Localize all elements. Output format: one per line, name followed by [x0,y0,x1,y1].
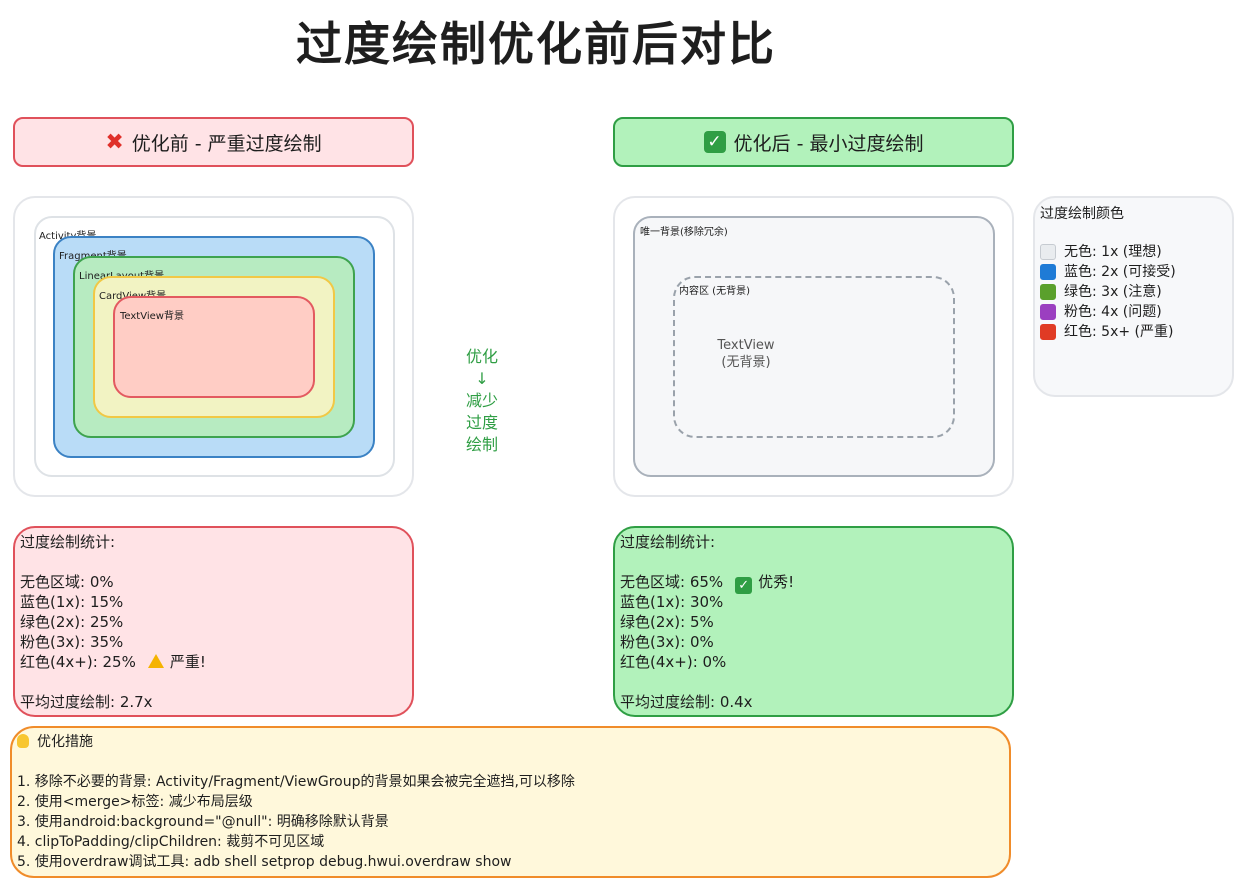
light-bulb-icon [17,734,29,748]
legend-item: 无色: 1x (理想) [1040,242,1176,262]
content-area: 内容区 (无背景) [673,276,955,438]
legend-item-label: 红色: 5x+ (严重) [1064,324,1174,340]
white-square-icon [1040,244,1056,260]
legend-item-label: 无色: 1x (理想) [1064,244,1162,260]
stats-line: 绿色(2x): 25% [20,613,124,631]
stats-line: 绿色(2x): 5% [620,613,714,631]
stats-average: 平均过度绘制: 0.4x [620,693,753,711]
legend-item-label: 蓝色: 2x (可接受) [1064,264,1176,280]
cross-mark-icon: ✖ [105,129,124,155]
stats-line-value: 红色(4x+): 25% [20,653,136,671]
before-header-label: 优化前 - 严重过度绘制 [131,132,322,155]
stats-line-red: 红色(4x+): 25% 严重! [20,652,407,672]
stats-line: 粉色(3x): 35% [20,633,124,651]
stats-line: 粉色(3x): 0% [620,633,714,651]
measures-title: 优化措施 [37,734,93,750]
measure-item: 5. 使用overdraw调试工具: adb shell setprop deb… [17,854,512,870]
stats-line: 红色(4x+): 0% [620,653,727,671]
textview-note: (无背景) [721,355,771,370]
textview-no-background: TextView (无背景) [700,337,792,371]
stats-line: 无色区域: 0% [20,573,114,591]
stats-note: 优秀! [758,573,795,591]
warning-icon [147,654,164,668]
red-square-icon [1040,324,1056,340]
arrow-line: 优化 [465,347,498,366]
color-legend: 过度绘制颜色 无色: 1x (理想) 蓝色: 2x (可接受) 绿色: 3x (… [1033,196,1234,397]
purple-square-icon [1040,304,1056,320]
check-mark-icon: ✓ [703,131,726,153]
textview-layer-label: TextView背景 [120,311,184,322]
optimization-measures: 优化措施 1. 移除不必要的背景: Activity/Fragment/View… [10,726,1011,878]
stats-line-none: 无色区域: 65% ✓ 优秀! [620,572,1007,594]
arrow-line: 过度 [465,413,498,432]
arrow-line: 绘制 [465,435,498,454]
legend-item-label: 粉色: 4x (问题) [1064,304,1162,320]
after-stats: 过度绘制统计: 无色区域: 65% ✓ 优秀! 蓝色(1x): 30% 绿色(2x)… [613,526,1014,717]
green-square-icon [1040,284,1056,300]
legend-item: 粉色: 4x (问题) [1040,302,1176,322]
legend-item-label: 绿色: 3x (注意) [1064,284,1162,300]
after-header-label: 优化后 - 最小过度绘制 [733,132,924,155]
optimize-arrow: 优化 ↓ 减少 过度 绘制 [452,346,512,456]
blue-square-icon [1040,264,1056,280]
arrow-down-icon: ↓ [475,369,489,388]
check-mark-icon: ✓ [735,577,753,594]
page-title: 过度绘制优化前后对比 [296,17,776,71]
before-header: ✖ 优化前 - 严重过度绘制 [13,117,414,167]
stats-title: 过度绘制统计: [20,533,116,551]
measures-title-row: 优化措施 [17,732,1004,752]
arrow-line: 减少 [465,391,498,410]
stats-line: 蓝色(1x): 30% [620,593,724,611]
measure-item: 2. 使用<merge>标签: 减少布局层级 [17,794,253,810]
legend-item: 红色: 5x+ (严重) [1040,322,1176,342]
textview-label: TextView [717,338,775,353]
legend-title: 过度绘制颜色 [1040,206,1124,222]
before-stats: 过度绘制统计: 无色区域: 0% 蓝色(1x): 15% 绿色(2x): 25%… [13,526,414,717]
textview-layer: TextView背景 [113,296,315,398]
after-header: ✓ 优化后 - 最小过度绘制 [613,117,1014,167]
stats-note: 严重! [169,653,206,671]
stats-line: 蓝色(1x): 15% [20,593,124,611]
stats-line-value: 无色区域: 65% [620,573,724,591]
single-background-label: 唯一背景(移除冗余) [640,227,728,238]
content-area-label: 内容区 (无背景) [679,286,750,297]
legend-item: 绿色: 3x (注意) [1040,282,1176,302]
stats-average: 平均过度绘制: 2.7x [20,693,153,711]
measure-item: 3. 使用android:background="@null": 明确移除默认背… [17,814,389,830]
measure-item: 4. clipToPadding/clipChildren: 裁剪不可见区域 [17,834,325,850]
legend-list: 无色: 1x (理想) 蓝色: 2x (可接受) 绿色: 3x (注意) 粉色:… [1040,242,1176,342]
legend-item: 蓝色: 2x (可接受) [1040,262,1176,282]
stats-title: 过度绘制统计: [620,533,716,551]
measure-item: 1. 移除不必要的背景: Activity/Fragment/ViewGroup… [17,774,575,790]
